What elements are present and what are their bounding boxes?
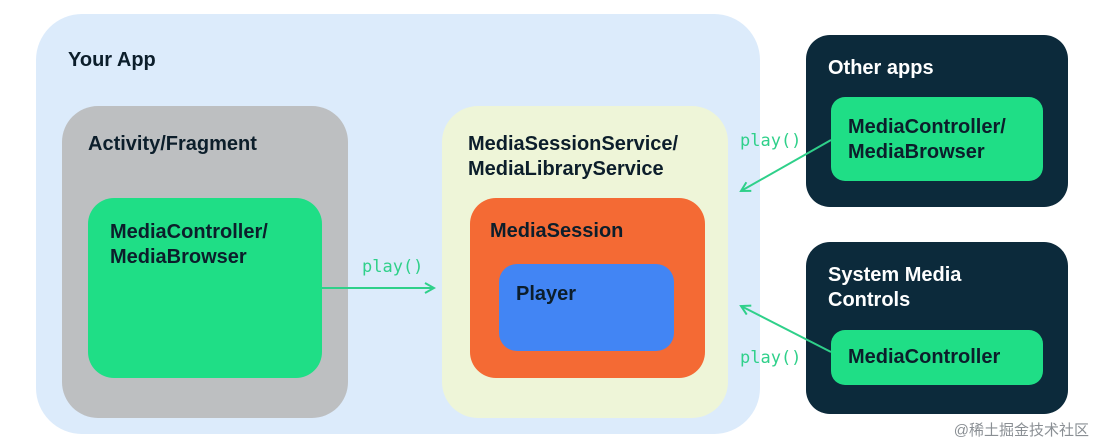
player-label: Player <box>516 283 577 305</box>
arrow-system-to-service <box>741 306 832 353</box>
system-media-controls-title: System Media Controls <box>828 264 962 311</box>
other-apps-controller-label: MediaController/ MediaBrowser <box>848 116 1006 163</box>
other-apps-controller-box <box>831 97 1043 181</box>
media-session-service-title: MediaSessionService/ MediaLibraryService <box>468 133 679 180</box>
activity-fragment-title: Activity/Fragment <box>88 133 257 155</box>
watermark: @稀土掘金技术社区 <box>953 422 1089 439</box>
play-call-label-activity: play() <box>362 257 424 277</box>
system-media-controller-label: MediaController <box>848 346 1001 368</box>
media-controller-browser-box <box>88 198 322 378</box>
media-controller-browser-label: MediaController/ MediaBrowser <box>110 221 268 268</box>
system-media-controller-box <box>831 330 1043 385</box>
your-app-title: Your App <box>68 49 156 71</box>
player-box <box>499 264 674 351</box>
media-session-label: MediaSession <box>490 220 624 242</box>
system-media-controls-box <box>806 242 1068 414</box>
play-call-label-other-apps: play() <box>740 131 802 151</box>
other-apps-title: Other apps <box>828 57 934 79</box>
arrow-other-to-service <box>741 139 832 191</box>
play-call-label-system: play() <box>740 348 802 368</box>
